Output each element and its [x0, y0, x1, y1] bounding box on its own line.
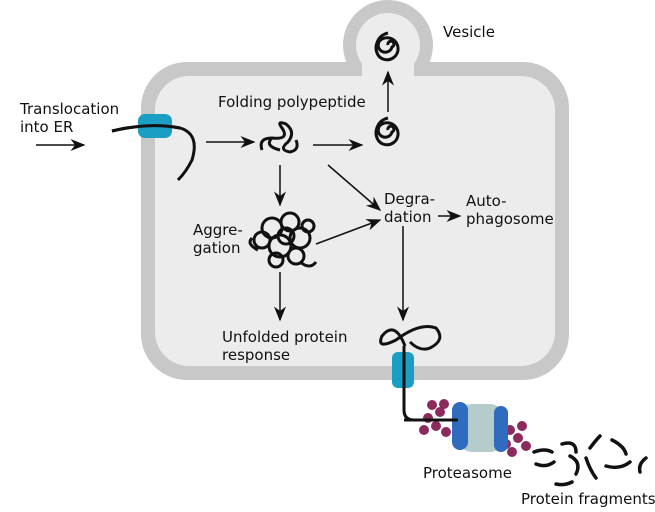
label-translocation: Translocation into ER [20, 100, 120, 136]
protein-fragments-icon [532, 434, 648, 487]
label-vesicle: Vesicle [443, 23, 495, 41]
label-proteasome: Proteasome [423, 464, 512, 482]
arrows [36, 70, 462, 322]
label-fragments: Protein fragments [521, 490, 655, 508]
proteasome-icon [404, 399, 531, 457]
label-folding: Folding polypeptide [218, 93, 366, 111]
folding-polypeptide-icon [259, 121, 299, 154]
cell [141, 0, 569, 380]
folded-protein-spiral-icon [374, 116, 400, 147]
label-autophagosome: Auto- phagosome [466, 192, 554, 228]
label-aggregation: Aggre- gation [193, 221, 243, 257]
label-degradation: Degra- dation [384, 190, 436, 226]
er-channel-top [111, 114, 196, 182]
label-upr: Unfolded protein response [222, 328, 348, 364]
vesicle-protein-spiral-icon [374, 31, 400, 62]
aggregate-icon [248, 211, 318, 269]
